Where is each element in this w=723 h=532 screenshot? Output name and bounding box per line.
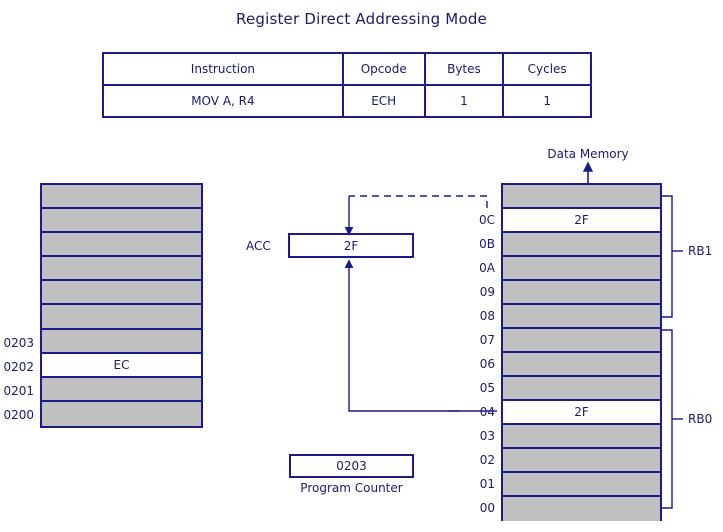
bank-label-rb1: RB1 xyxy=(688,244,713,258)
cell-instruction: MOV A, R4 xyxy=(102,84,344,118)
rb1-bracket xyxy=(662,195,673,318)
memory-cell xyxy=(503,185,660,209)
memory-cell xyxy=(42,233,201,258)
memory-cell xyxy=(42,185,201,210)
opcode-decode-dashed-path xyxy=(349,195,488,208)
memory-cell xyxy=(42,377,201,402)
table-header-row: Instruction Opcode Bytes Cycles xyxy=(102,52,592,86)
memory-cell xyxy=(503,257,660,281)
memory-cell-r4-bank1: 2F xyxy=(503,209,660,233)
address-label-05: 05 xyxy=(479,381,495,395)
accumulator-register: 2F xyxy=(288,233,414,258)
memory-cell xyxy=(503,281,660,305)
instruction-table: Instruction Opcode Bytes Cycles MOV A, R… xyxy=(102,52,592,118)
cell-cycles: 1 xyxy=(502,84,592,118)
memory-cell xyxy=(503,233,660,257)
column-header-instruction: Instruction xyxy=(102,52,344,86)
address-label-04: 04 xyxy=(479,405,495,419)
address-label-03: 03 xyxy=(479,429,495,443)
address-label-0B: 0B xyxy=(479,237,495,251)
column-header-opcode: Opcode xyxy=(341,52,426,86)
cell-opcode: ECH xyxy=(341,84,426,118)
memory-cell xyxy=(42,281,201,306)
memory-cell xyxy=(42,209,201,234)
address-label-09: 09 xyxy=(479,285,495,299)
memory-cell xyxy=(503,425,660,449)
program-counter-register: 0203 xyxy=(289,454,414,478)
address-label-0201: 0201 xyxy=(3,384,34,398)
program-memory-block: EC xyxy=(40,183,203,428)
address-label-0A: 0A xyxy=(479,261,495,275)
memory-cell xyxy=(503,473,660,497)
memory-cell-r4-bank0: 2F xyxy=(503,401,660,425)
address-label-0200: 0200 xyxy=(3,408,34,422)
table-row: MOV A, R4 ECH 1 1 xyxy=(102,84,592,118)
memory-cell xyxy=(42,329,201,354)
address-label-07: 07 xyxy=(479,333,495,347)
address-label-00: 00 xyxy=(479,501,495,515)
memory-cell xyxy=(503,449,660,473)
rb0-bracket xyxy=(662,329,673,509)
bank-label-rb0: RB0 xyxy=(688,412,713,426)
cell-bytes: 1 xyxy=(423,84,505,118)
address-label-06: 06 xyxy=(479,357,495,371)
memory-cell xyxy=(503,377,660,401)
program-counter-label: Program Counter xyxy=(300,481,403,495)
memory-cell-opcode: EC xyxy=(42,353,201,378)
address-label-0C: 0C xyxy=(478,213,495,227)
address-label-0203: 0203 xyxy=(3,336,34,350)
address-label-01: 01 xyxy=(479,477,495,491)
memory-cell xyxy=(503,329,660,353)
page-title: Register Direct Addressing Mode xyxy=(236,10,487,28)
address-label-0202: 0202 xyxy=(3,360,34,374)
memory-cell xyxy=(42,401,201,426)
acc-label: ACC xyxy=(246,239,271,253)
data-memory-caption: Data Memory xyxy=(547,147,629,161)
column-header-cycles: Cycles xyxy=(502,52,592,86)
memory-cell xyxy=(42,305,201,330)
memory-cell xyxy=(42,257,201,282)
data-memory-block: 2F 2F xyxy=(501,183,662,521)
memory-cell xyxy=(503,353,660,377)
address-label-08: 08 xyxy=(479,309,495,323)
column-header-bytes: Bytes xyxy=(423,52,505,86)
memory-cell xyxy=(503,497,660,521)
memory-cell xyxy=(503,305,660,329)
address-label-02: 02 xyxy=(479,453,495,467)
